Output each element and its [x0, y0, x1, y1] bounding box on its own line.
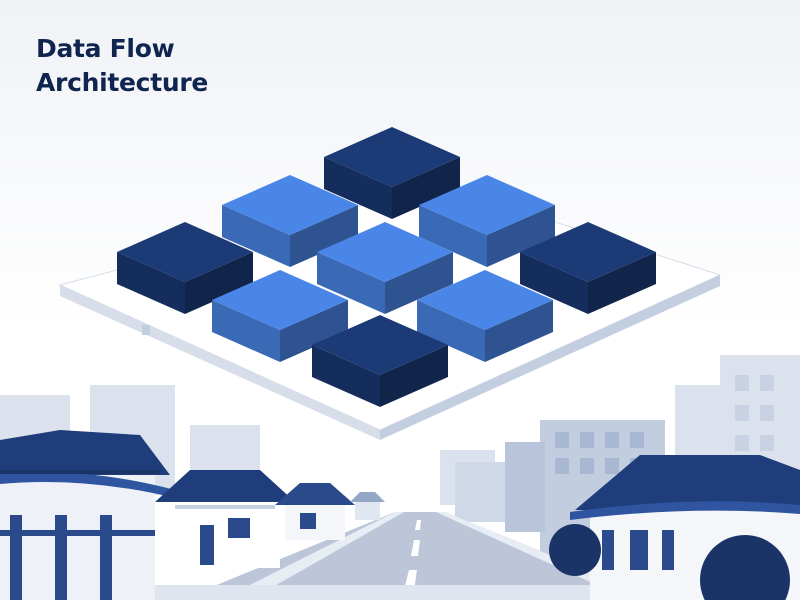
- traditional-house-left: [0, 430, 175, 600]
- block-bottom: [312, 315, 448, 407]
- block-grid: [117, 127, 656, 407]
- traditional-house-small: [275, 483, 385, 540]
- title-line-1: Data Flow: [36, 34, 175, 63]
- traditional-house-mid-left: [155, 470, 295, 568]
- diagram-title: Data Flow Architecture: [36, 32, 208, 100]
- block-lower-right: [417, 270, 553, 362]
- block-right: [520, 222, 656, 314]
- traditional-house-right: [549, 455, 800, 600]
- title-line-2: Architecture: [36, 68, 209, 97]
- block-upper-left: [222, 175, 358, 267]
- block-center: [317, 222, 453, 314]
- block-top: [324, 127, 460, 219]
- block-left: [117, 222, 253, 314]
- block-lower-left: [212, 270, 348, 362]
- block-upper-right: [419, 175, 555, 267]
